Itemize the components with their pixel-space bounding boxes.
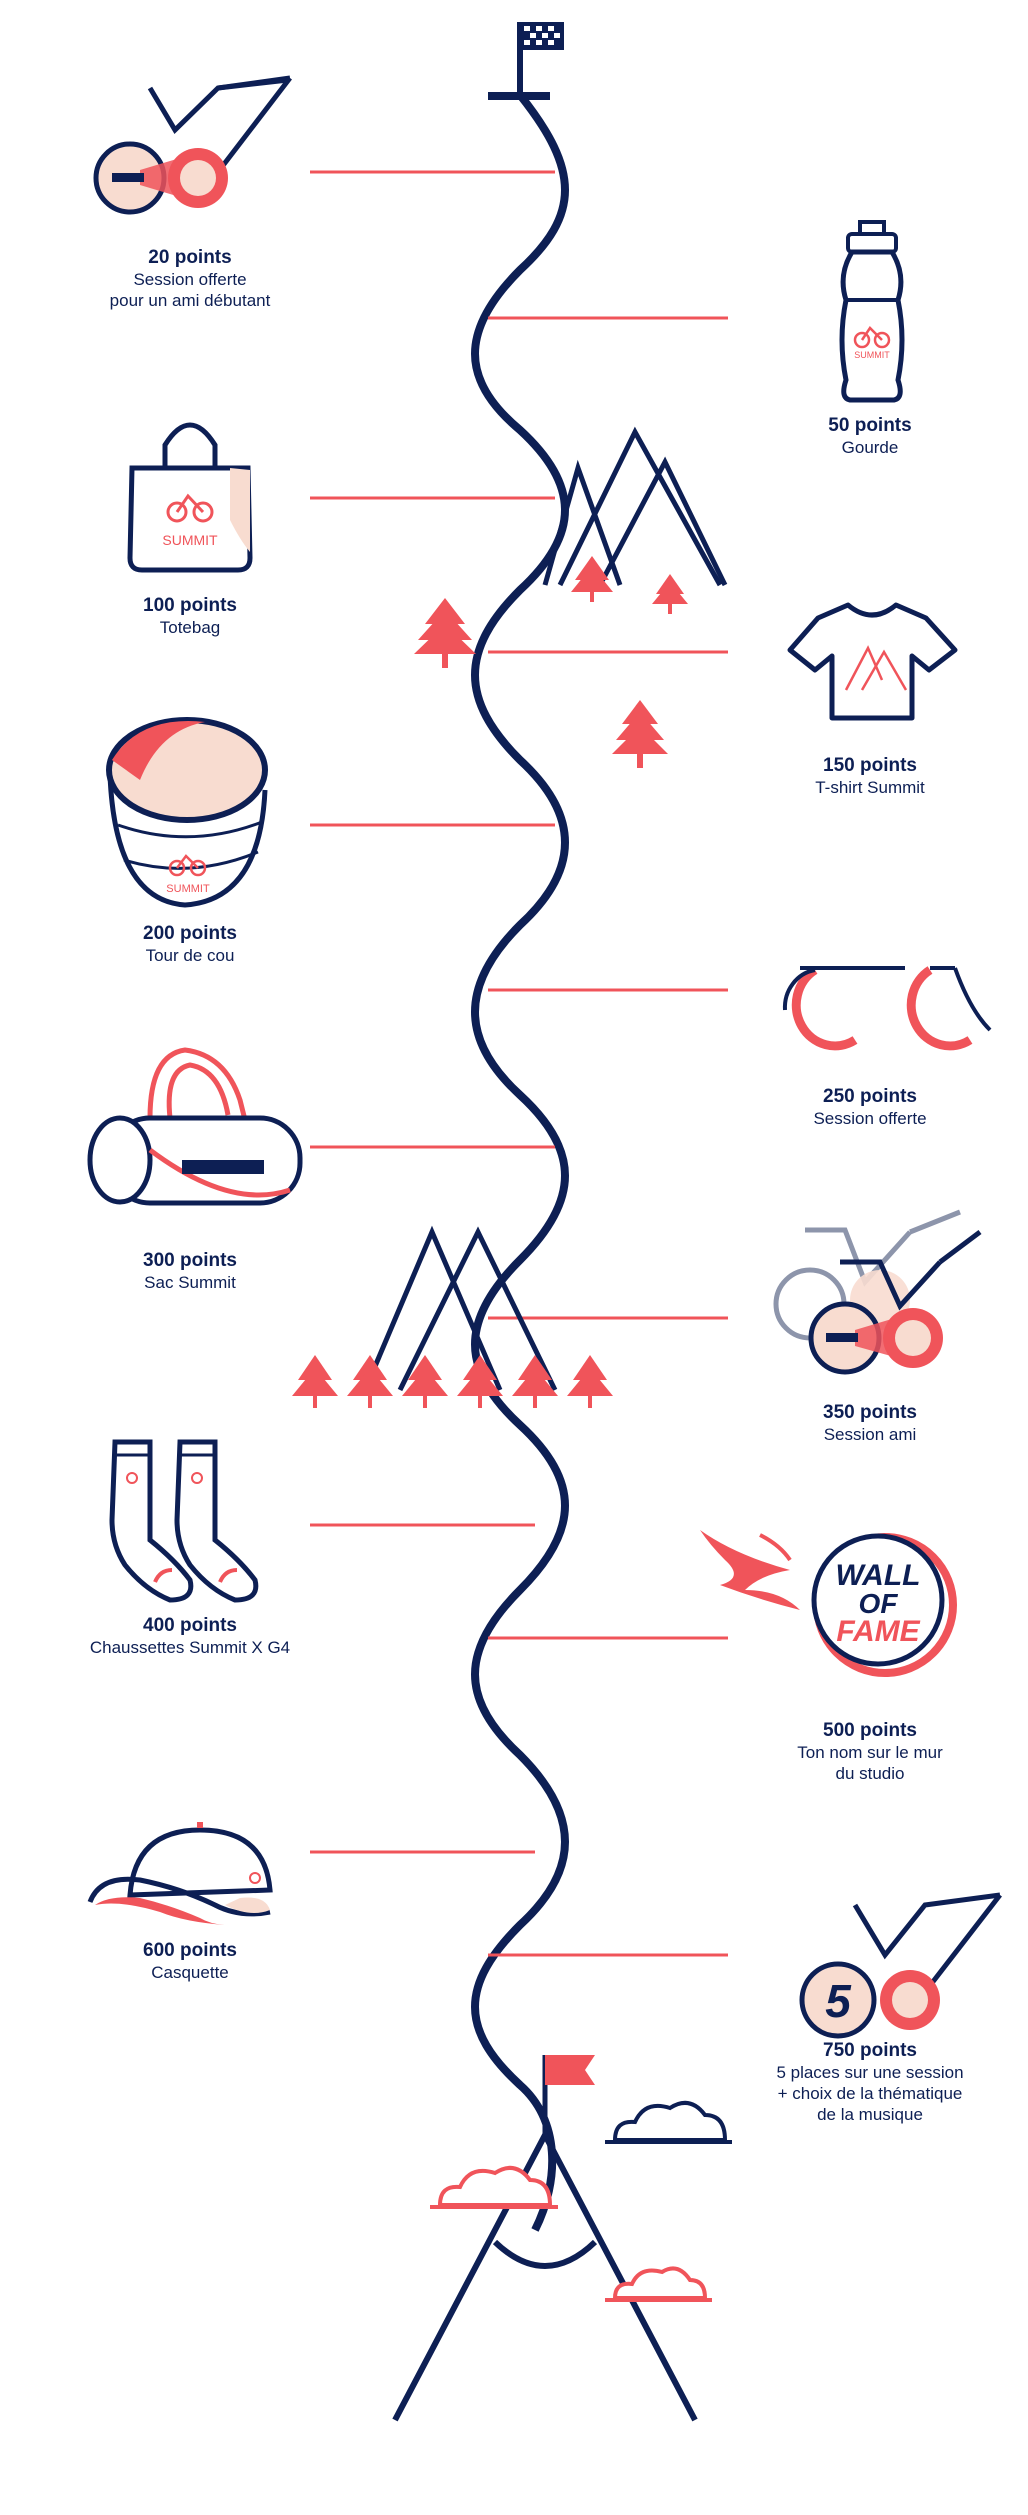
water-bottle-icon: SUMMIT: [839, 220, 905, 403]
cap-icon: [87, 1822, 273, 1925]
reward-600: 600 points Casquette: [40, 1940, 340, 1983]
tote-summit-label: SUMMIT: [162, 532, 218, 548]
reward-points: 150 points: [823, 755, 917, 776]
of-text: OF: [859, 1588, 899, 1619]
reward-description: Totebag: [159, 618, 221, 637]
pine-tree-row: [292, 1355, 613, 1408]
reward-20: 20 points Session offerte pour un ami dé…: [40, 247, 340, 311]
cloud-icon: [430, 2100, 732, 2302]
neck-summit-label: SUMMIT: [166, 883, 210, 895]
reward-description: Sac Summit: [144, 1273, 236, 1292]
reward-description: Gourde: [841, 438, 899, 457]
duffel-bag-icon: [87, 1047, 303, 1206]
reward-points: 400 points: [143, 1615, 237, 1636]
reward-points: 20 points: [148, 247, 232, 268]
reward-points: 250 points: [823, 1086, 917, 1107]
connector-lines: [310, 170, 728, 1957]
reward-points: 50 points: [828, 415, 912, 436]
reward-400: 400 points Chaussettes Summit X G4: [40, 1615, 340, 1658]
wall-of-fame-icon: WALL OF FAME: [700, 1530, 957, 1677]
five-places-icon: 5: [799, 1892, 1002, 2039]
fame-text: FAME: [836, 1615, 920, 1648]
reward-points: 200 points: [143, 923, 237, 944]
reward-points: 300 points: [143, 1250, 237, 1271]
reward-50: 50 points Gourde: [720, 415, 1020, 458]
reward-points: 500 points: [823, 1720, 917, 1741]
reward-100: 100 points Totebag: [40, 595, 340, 638]
bottle-summit-label: SUMMIT: [854, 350, 890, 360]
bike-wheel-icon: [93, 75, 292, 215]
reward-250: 250 points Session offerte: [720, 1086, 1020, 1129]
reward-description: 5 places sur une session + choix de la t…: [776, 2063, 964, 2124]
summit-mountain-icon: [392, 2055, 698, 2422]
wall-text: WALL: [836, 1559, 921, 1592]
reward-description: Casquette: [151, 1963, 229, 1982]
finish-flag-icon: [488, 22, 564, 100]
reward-description: Session offerte: [813, 1109, 927, 1128]
mountains-illustration-lower: [362, 1225, 558, 1392]
reward-200: 200 points Tour de cou: [40, 923, 340, 966]
reward-description: Chaussettes Summit X G4: [89, 1638, 291, 1657]
reward-description: Tour de cou: [145, 946, 235, 965]
mountains-illustration: [542, 426, 728, 587]
socks-icon: [109, 1439, 259, 1603]
reward-description: Session ami: [823, 1425, 917, 1444]
neck-warmer-icon: SUMMIT: [106, 717, 268, 908]
two-bikes-icon: [773, 1209, 982, 1375]
winding-road: [471, 92, 569, 2232]
reward-350: 350 points Session ami: [720, 1402, 1020, 1445]
reward-750: 750 points 5 places sur une session + ch…: [720, 2040, 1020, 2125]
tote-bag-icon: SUMMIT: [127, 422, 253, 573]
reward-points: 600 points: [143, 1940, 237, 1961]
reward-points: 750 points: [823, 2040, 917, 2061]
reward-description: Session offerte pour un ami débutant: [109, 270, 271, 310]
reward-description: T-shirt Summit: [815, 778, 925, 797]
reward-500: 500 points Ton nom sur le mur du studio: [720, 1720, 1020, 1784]
tshirt-icon: [787, 602, 958, 721]
pine-tree-icon: [414, 556, 688, 768]
reward-description: Ton nom sur le mur du studio: [797, 1743, 943, 1783]
five-number: 5: [825, 1975, 852, 2027]
reward-points: 350 points: [823, 1402, 917, 1423]
reward-150: 150 points T-shirt Summit: [720, 755, 1020, 798]
reward-points: 100 points: [143, 595, 237, 616]
bike-wheels-icon: [782, 966, 992, 1051]
reward-300: 300 points Sac Summit: [40, 1250, 340, 1293]
